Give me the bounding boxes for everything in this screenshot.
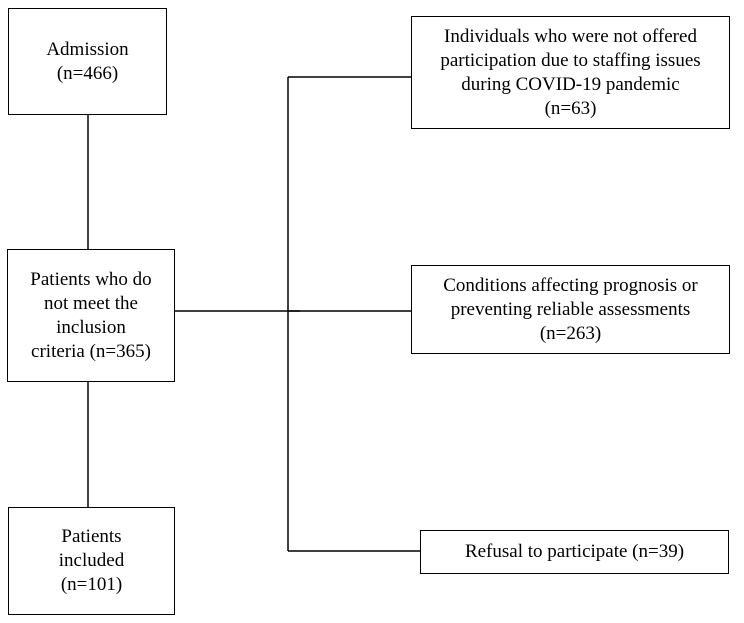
conditions-line-1: Conditions affecting prognosis or — [443, 274, 698, 296]
included-count: (n=101) — [60, 574, 123, 595]
not-meet-line-2: not meet the — [44, 292, 138, 314]
conditions-line-2: preventing reliable assessments — [450, 298, 691, 320]
conditions-count: (n=263) — [539, 322, 602, 344]
staffing-issues-box: Individuals who were not offered partici… — [411, 16, 730, 129]
staffing-count: (n=63) — [544, 97, 597, 119]
admission-box: Admission (n=466) — [8, 8, 167, 115]
admission-count: (n=466) — [56, 62, 119, 84]
staffing-line-1: Individuals who were not offered — [444, 25, 697, 47]
refusal-label: Refusal to participate (n=39) — [464, 541, 685, 562]
refusal-box: Refusal to participate (n=39) — [420, 530, 729, 574]
staffing-line-2: participation due to staffing issues — [440, 49, 701, 71]
not-meet-criteria-box: Patients who do not meet the inclusion c… — [7, 249, 175, 382]
patients-included-box: Patients included (n=101) — [8, 507, 175, 615]
conditions-box: Conditions affecting prognosis or preven… — [411, 265, 730, 354]
included-line-2: included — [58, 550, 125, 571]
admission-label: Admission — [46, 38, 129, 60]
staffing-line-3: during COVID-19 pandemic — [461, 73, 680, 95]
not-meet-line-1: Patients who do — [30, 268, 152, 290]
not-meet-line-3: inclusion — [56, 316, 126, 338]
included-line-1: Patients — [61, 526, 122, 547]
not-meet-line-4: criteria (n=365) — [31, 340, 151, 362]
